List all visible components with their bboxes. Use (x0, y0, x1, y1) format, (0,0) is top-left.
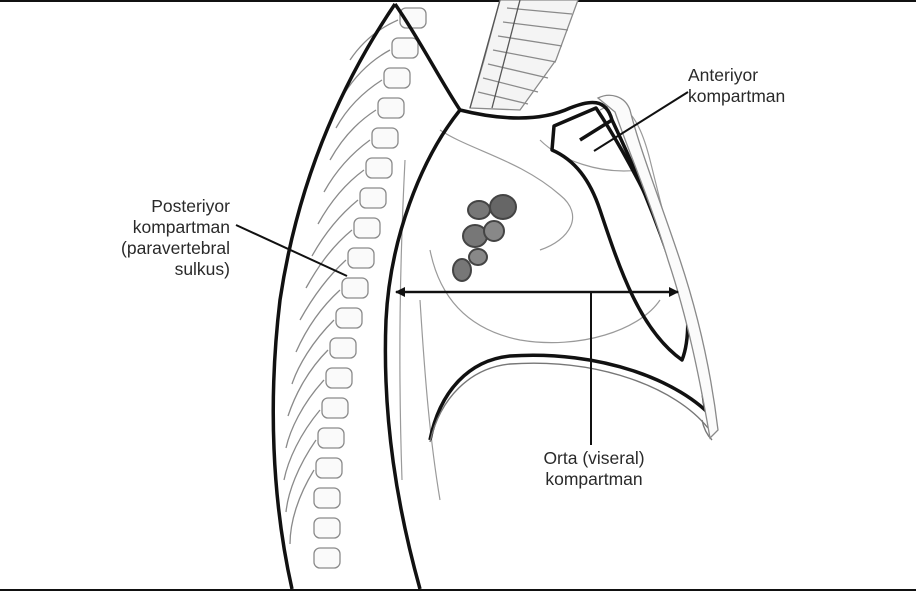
anterior-compartment-label: Anteriyor kompartman (688, 65, 785, 107)
hilum-vessels-illustration (453, 195, 516, 281)
posterior-compartment-label: Posteriyor kompartman (paravertebral sul… (121, 196, 230, 280)
posterior-label-line-2: kompartman (121, 217, 230, 238)
posterior-label-line-1: Posteriyor (121, 196, 230, 217)
middle-compartment-label: Orta (viseral) kompartman (523, 448, 665, 490)
sternum-illustration (598, 95, 718, 438)
middle-label-line-1: Orta (viseral) (523, 448, 665, 469)
anterior-label-line-1: Anteriyor (688, 65, 785, 86)
diaphragm-illustration (430, 363, 712, 442)
posterior-label-line-4: sulkus) (121, 259, 230, 280)
middle-label-line-2: kompartman (523, 469, 665, 490)
trachea-illustration (470, 0, 578, 110)
posterior-label-line-3: (paravertebral (121, 238, 230, 259)
vertebrae-illustration (314, 8, 426, 568)
anterior-label-line-2: kompartman (688, 86, 785, 107)
